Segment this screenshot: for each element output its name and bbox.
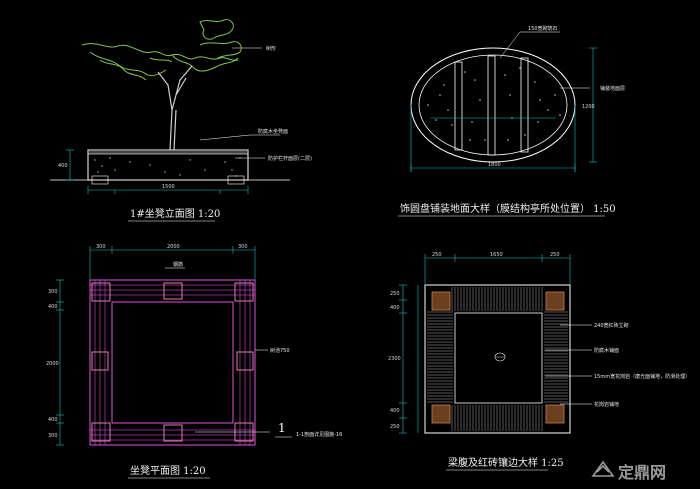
plan-dim-top-left: 300	[96, 244, 106, 250]
bench-stone-texture	[94, 157, 241, 177]
plan-dim-top-right: 300	[238, 244, 248, 250]
border-dim-top-mid: 1650	[490, 252, 503, 258]
oval-paving-drawing: 150宽砌筑石 铺装地面层 1800 1200 饰圆盘铺装地面大样（膜结构亭所处…	[398, 25, 625, 217]
plan-dim-left-5: 300	[48, 433, 58, 439]
border-granite-note: 15mm宽花岗岩（磨光面铺地，防滑处理）	[594, 373, 690, 380]
bench-layer-label: 防护栏杆面层(二层)	[268, 155, 312, 162]
border-dim-left-4: 400	[390, 408, 400, 414]
watermark: 定鼎网	[591, 460, 666, 482]
plan-dim-left-1: 300	[48, 289, 58, 295]
border-dim-top-right: 250	[550, 252, 560, 258]
border-wood-label: 防腐木铺面	[594, 347, 619, 354]
border-inner	[454, 312, 543, 404]
drawing3-title: 坐凳平面图 1:20	[130, 465, 206, 477]
tree-trunk	[157, 65, 193, 151]
tree-canopy	[81, 19, 242, 81]
oval-paving-texture	[427, 67, 561, 141]
oval-paving-label: 铺装地面层	[600, 85, 625, 92]
oval-stone-label: 150宽砌筑石	[528, 25, 558, 32]
oval-width-dimension: 1800	[488, 162, 501, 168]
bench-plan-planks	[90, 280, 255, 445]
plan-dimension-lines	[56, 246, 256, 446]
watermark-text: 定鼎网	[617, 463, 666, 482]
oval-inner	[418, 54, 568, 156]
border-outer	[424, 284, 571, 434]
border-dim-left-1: 250	[390, 291, 400, 297]
bench-seat-label: 防腐木坐凳面	[258, 128, 288, 135]
elevation-width-dimension: 1500	[162, 184, 175, 190]
border-hatch	[427, 287, 568, 431]
border-dim-left-2: 400	[390, 305, 400, 311]
border-dim-left-5: 250	[390, 424, 400, 430]
drawing2-title: 饰圆盘铺装地面大样（膜结构亭所处位置） 1:50	[400, 202, 616, 215]
bench-plan-legs	[91, 282, 254, 442]
border-dimension-lines	[399, 254, 571, 434]
plan-dim-top-mid: 2000	[167, 244, 180, 250]
section-marker: 1	[278, 421, 286, 435]
center-marker	[494, 352, 506, 362]
plan-dim-left-2: 400	[48, 304, 58, 310]
border-brick-label: 240宽红砖立砌	[594, 322, 629, 329]
border-dim-left-3: 2300	[388, 356, 401, 362]
border-dim-top-left: 250	[432, 252, 442, 258]
border-corner-blocks	[431, 291, 565, 424]
drawing1-title: 1#坐凳立面图 1:20	[130, 207, 220, 220]
bench-plan-inner	[111, 301, 234, 424]
oval-outer	[410, 47, 576, 163]
oval-dimension-lines	[410, 47, 597, 172]
elevation-dimension-lines	[66, 149, 249, 194]
watermark-logo-icon	[591, 460, 615, 477]
bench-elevation-drawing: 树形 防腐木坐凳面 防护栏杆面层(二层)	[50, 19, 312, 222]
elevation-height-dimension: 400	[58, 163, 68, 169]
plan-rebar-label: 钢筋	[173, 261, 183, 268]
drawing4-title: 梁腹及红砖镶边大样 1:25	[448, 456, 564, 469]
oval-height-dimension: 1200	[582, 104, 595, 110]
tree-label: 树形	[266, 45, 276, 52]
bench-plan-drawing: 1 1-1剖面详见图施-16 钢筋 树池750 300 2000 300 300…	[46, 244, 342, 479]
plan-dim-left-3: 2000	[46, 361, 59, 367]
plan-dim-left-4: 400	[48, 417, 58, 423]
bench-body	[87, 149, 249, 181]
border-granite-label: 花岗岩铺地	[594, 401, 619, 408]
bench-plan-outer	[89, 279, 256, 446]
oval-stone-strips	[454, 55, 529, 156]
plan-pit-label: 树池750	[270, 347, 290, 354]
section-note: 1-1剖面详见图施-16	[296, 431, 342, 438]
border-detail-drawing: 240宽红砖立砌 防腐木铺面 15mm宽花岗岩（磨光面铺地，防滑处理） 花岗岩铺…	[388, 252, 690, 471]
